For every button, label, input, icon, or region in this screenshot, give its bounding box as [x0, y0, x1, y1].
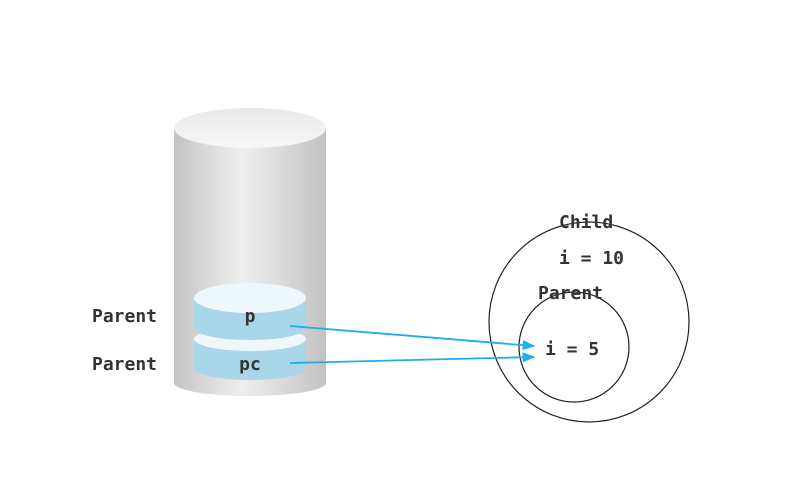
reference-arrow-pc — [289, 352, 536, 364]
parent-object-circle — [518, 291, 630, 403]
parent-field-label: i = 5 — [545, 339, 599, 360]
reference-arrow-p — [289, 325, 536, 351]
stack-type-label-pc: Parent — [92, 354, 157, 375]
stack-var-label-pc: pc — [239, 354, 261, 375]
disk-p — [194, 283, 306, 340]
child-class-label: Child — [559, 212, 613, 233]
stack-var-label-p: p — [245, 306, 256, 327]
parent-class-label: Parent — [538, 283, 603, 304]
child-field-label: i = 10 — [559, 248, 624, 269]
cylinder-top — [174, 108, 326, 148]
stack-type-label-p: Parent — [92, 306, 157, 327]
child-object-circle — [488, 221, 690, 423]
